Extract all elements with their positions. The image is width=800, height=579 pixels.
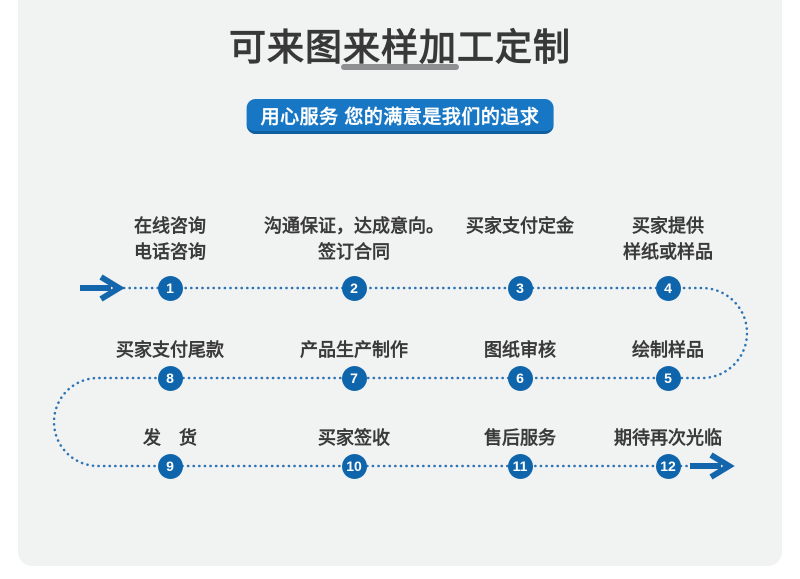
step-label: 产品生产制作 <box>300 339 408 360</box>
step-label: 买家提供 样纸或样品 <box>623 216 713 263</box>
step-label: 买家签收 <box>318 427 390 448</box>
step-number-badge: 9 <box>157 453 183 479</box>
step-number-badge: 10 <box>341 453 367 479</box>
title-underline <box>341 64 459 70</box>
step-number-badge: 8 <box>157 365 183 391</box>
step-label: 绘制样品 <box>632 339 704 360</box>
flow-dotted-path <box>52 286 749 468</box>
step-number-badge: 7 <box>341 365 367 391</box>
step-label: 在线咨询 电话咨询 <box>134 216 206 263</box>
flow-start-arrow-icon <box>80 274 125 302</box>
step-label: 买家支付尾款 <box>116 339 224 360</box>
step-number-badge: 1 <box>157 275 183 301</box>
step-number-badge: 5 <box>655 365 681 391</box>
slogan-text: 用心服务 您的满意是我们的追求 <box>260 107 540 128</box>
flow-end-arrow-icon <box>690 452 735 480</box>
step-number-badge: 11 <box>507 453 533 479</box>
step-number-badge: 3 <box>507 275 533 301</box>
step-label: 期待再次光临 <box>614 427 722 448</box>
page-title: 可来图来样加工定制 <box>229 27 571 68</box>
step-label: 沟通保证，达成意向。 签订合同 <box>264 216 444 263</box>
step-number-badge: 12 <box>655 453 681 479</box>
step-number-badge: 4 <box>655 275 681 301</box>
step-label: 买家支付定金 <box>466 216 574 236</box>
step-label: 图纸审核 <box>484 339 556 360</box>
step-label: 发 货 <box>143 427 197 448</box>
content-card <box>18 0 782 566</box>
step-number-badge: 6 <box>507 365 533 391</box>
step-label: 售后服务 <box>484 427 556 448</box>
slogan-banner: 用心服务 您的满意是我们的追求 <box>246 99 554 134</box>
step-number-badge: 2 <box>341 275 367 301</box>
